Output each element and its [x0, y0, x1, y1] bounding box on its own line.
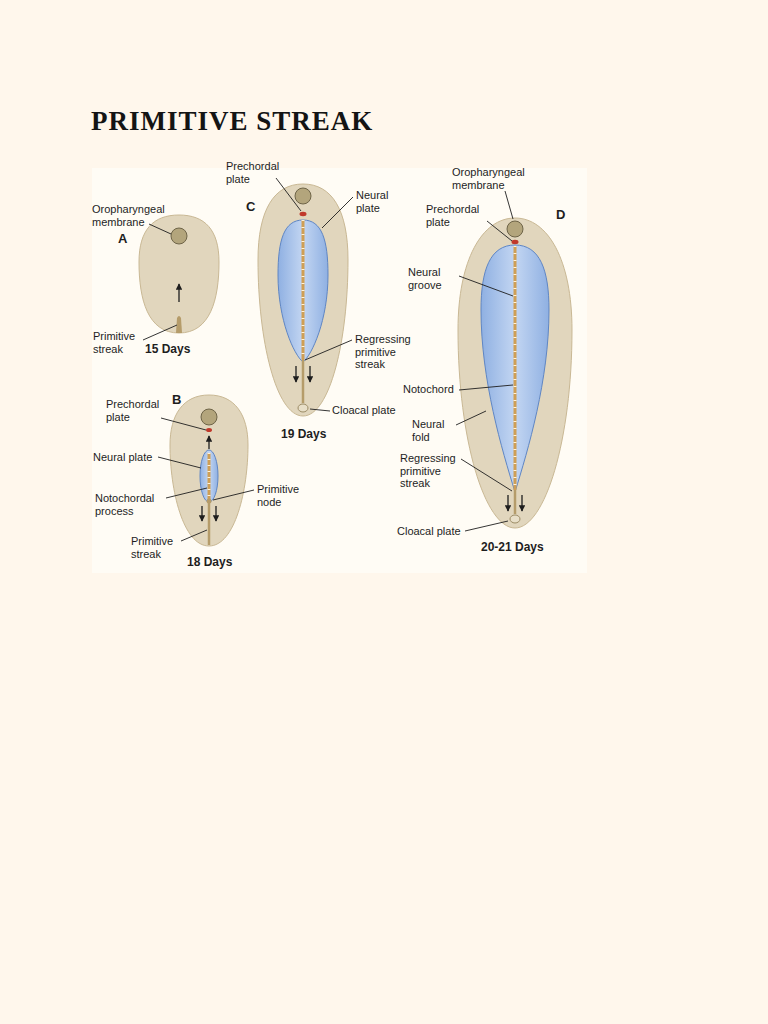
- growth-arrow: [178, 284, 179, 302]
- regression-arrow: [521, 495, 522, 511]
- part-label: Primitive streak: [93, 330, 143, 355]
- primitive-streak: [176, 316, 182, 333]
- notochordal-process: [208, 453, 211, 500]
- oropharyngeal-membrane: [171, 228, 187, 244]
- neural-fold: [481, 245, 549, 492]
- figure-ground: [92, 168, 587, 573]
- stage-age: 20-21 Days: [481, 541, 544, 555]
- part-label: Oropharyngeal membrane: [452, 166, 532, 191]
- panel-letter: C: [246, 200, 255, 215]
- part-label: Cloacal plate: [332, 404, 396, 417]
- part-label: Oropharyngeal membrane: [92, 203, 168, 228]
- primitive-streak: [208, 502, 211, 545]
- part-label: Prechordal plate: [226, 160, 284, 185]
- embryonic-disc: [258, 184, 348, 416]
- neural-plate: [200, 450, 218, 502]
- regression-arrow: [215, 506, 216, 521]
- part-label: Neural groove: [408, 266, 458, 291]
- part-label: Prechordal plate: [106, 398, 164, 423]
- panel-letter: B: [172, 393, 181, 408]
- embryonic-disc: [458, 218, 572, 528]
- prechordal-plate: [206, 428, 212, 432]
- primitive-streak: [302, 360, 305, 403]
- notochord-ticks: [208, 453, 211, 500]
- notochord: [302, 220, 305, 360]
- regression-arrow: [309, 366, 310, 382]
- panel-letter: A: [118, 232, 127, 247]
- embryonic-disc: [170, 395, 248, 546]
- part-label: Primitive node: [257, 483, 307, 508]
- part-label: Notochord: [403, 383, 454, 396]
- part-label: Neural plate: [356, 189, 401, 214]
- cloacal-plate: [510, 515, 520, 523]
- page-title: PRIMITIVE STREAK: [91, 106, 373, 137]
- embryonic-disc: [139, 215, 219, 333]
- oropharyngeal-membrane: [295, 188, 311, 204]
- neural-plate: [278, 220, 328, 362]
- growth-arrow: [208, 436, 209, 449]
- stage-age: 19 Days: [281, 428, 326, 442]
- panel-letter: D: [556, 208, 565, 223]
- notochord: [514, 246, 517, 490]
- regression-arrow: [295, 366, 296, 382]
- primitive-streak: [514, 490, 517, 514]
- part-label: Regressing primitive streak: [400, 452, 460, 490]
- prechordal-plate: [512, 240, 519, 244]
- part-label: Regressing primitive streak: [355, 333, 417, 371]
- part-label: Prechordal plate: [426, 203, 486, 228]
- stage-age: 18 Days: [187, 556, 232, 570]
- notochord-ticks: [302, 220, 305, 360]
- part-label: Cloacal plate: [397, 525, 461, 538]
- cloacal-plate: [298, 404, 308, 412]
- prechordal-plate: [300, 212, 307, 216]
- regression-arrow: [201, 506, 202, 521]
- regression-arrow: [507, 495, 508, 511]
- part-label: Neural fold: [412, 418, 454, 443]
- oropharyngeal-membrane: [507, 221, 523, 237]
- stage-age: 15 Days: [145, 343, 190, 357]
- part-label: Notochordal process: [95, 492, 163, 517]
- leader-lines: [143, 178, 513, 541]
- part-label: Neural plate: [93, 451, 152, 464]
- notochord-ticks: [514, 246, 517, 490]
- part-label: Primitive streak: [131, 535, 181, 560]
- oropharyngeal-membrane: [201, 409, 217, 425]
